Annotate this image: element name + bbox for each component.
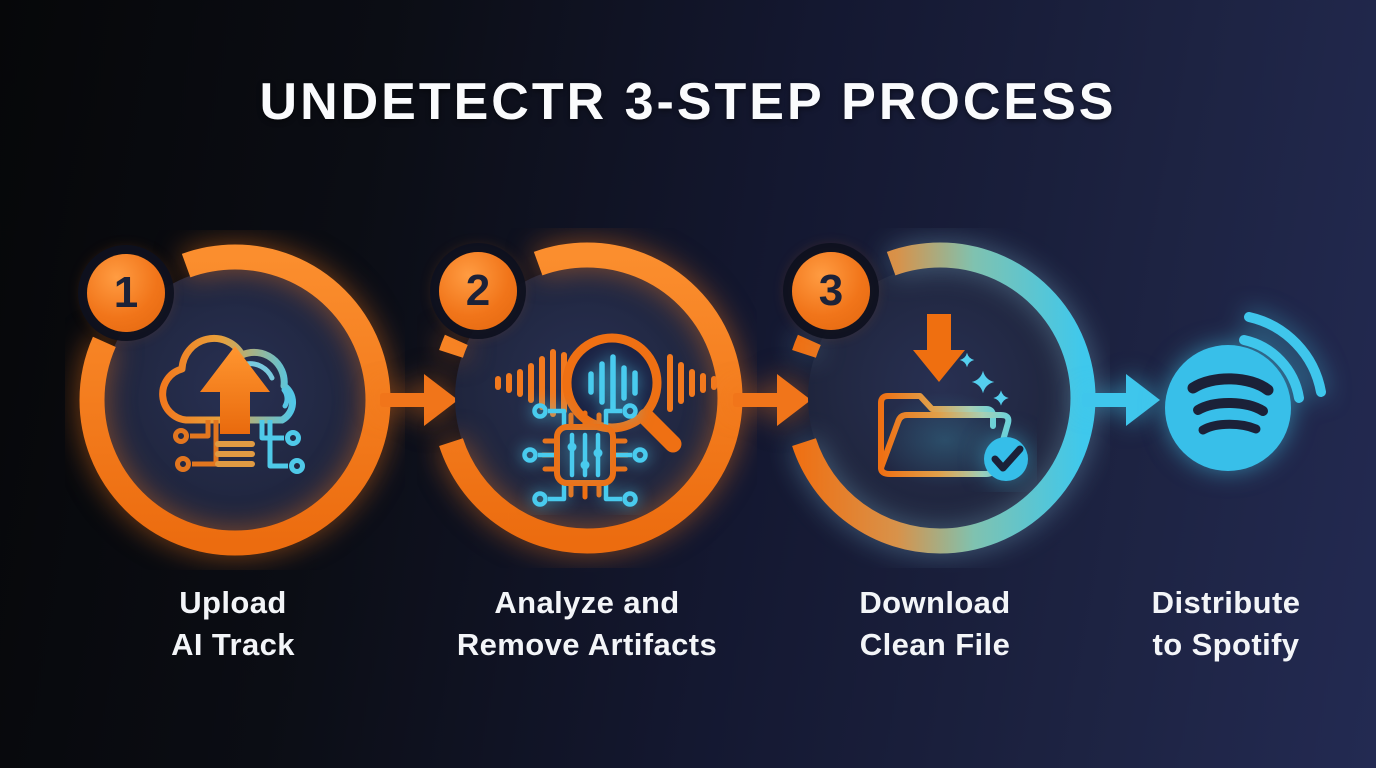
broadcast-waves-icon [1239,312,1326,403]
chip-icon [522,403,648,507]
waveform-bars [495,349,717,417]
destination-label-line-1: Distribute [1151,585,1301,620]
step-3-label-line-1: Download [859,585,1011,620]
step-1-badge: 1 [87,254,165,332]
step-3-label: Download Clean File [770,582,1100,666]
step-2-label-line-1: Analyze and [494,585,680,620]
download-arrow [913,314,965,382]
step-2-badge: 2 [439,252,517,330]
step-1-label-line-2: AI Track [171,627,295,662]
sparkles-icon [959,352,1009,406]
upload-arrow [200,346,270,434]
step-2-label: Analyze and Remove Artifacts [417,582,757,666]
step-3-label-line-2: Clean File [859,627,1011,662]
cloud-upload-icon [159,334,305,474]
page-title: UNDETECTR 3-STEP PROCESS [259,73,1117,131]
destination-label: Distribute to Spotify [1061,582,1376,666]
destination-label-line-2: to Spotify [1152,627,1300,662]
step-3-badge: 3 [792,252,870,330]
step-1-label: Upload AI Track [73,582,393,666]
circuit-right [259,420,305,474]
arrow-3-right-icon [1082,374,1160,426]
circuit-left [173,420,219,472]
waveform-analyze-icon [495,333,717,507]
step-1-label-line-1: Upload [179,585,287,620]
folder-shape [878,393,1012,477]
check-badge-icon [984,437,1028,481]
arrow-1-right-icon [380,374,458,426]
step-1-number: 1 [113,268,139,317]
arrow-2-right-icon [733,374,811,426]
step-3-number: 3 [818,266,844,315]
spotify-broadcast-icon [1165,312,1326,471]
step-2-label-line-2: Remove Artifacts [456,627,718,662]
folder-download-icon [875,314,1028,488]
step-2-number: 2 [465,266,491,315]
